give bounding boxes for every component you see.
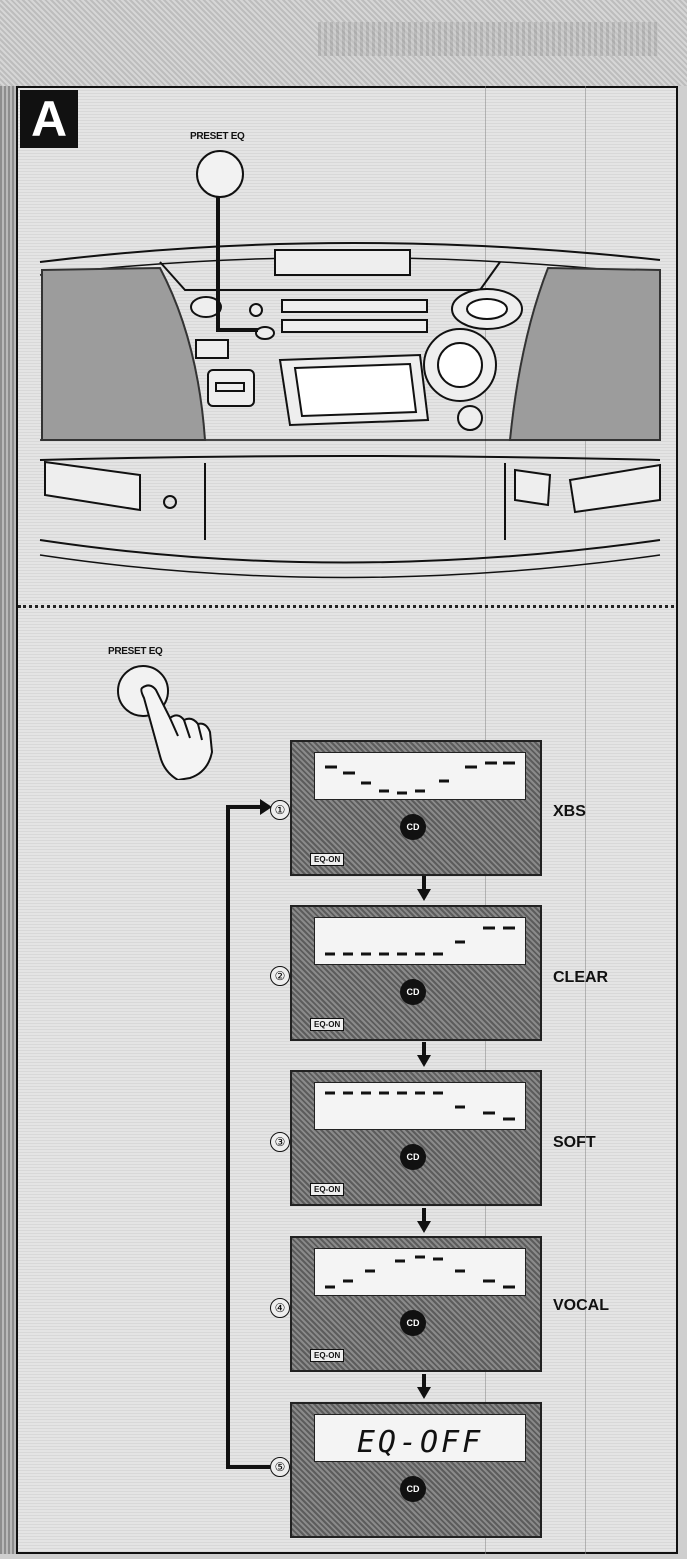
lcd-screen xyxy=(314,1248,526,1296)
lcd-screen xyxy=(314,752,526,800)
step-number: ④ xyxy=(270,1298,290,1318)
step-number: ① xyxy=(270,800,290,820)
eq-on-indicator: EQ-ON xyxy=(310,1349,345,1362)
mode-label-xbs: XBS xyxy=(553,803,586,820)
eq-on-indicator: EQ-ON xyxy=(310,1018,345,1031)
loop-arrow-line xyxy=(226,805,230,1469)
eq-bars-icon xyxy=(325,1091,515,1121)
eq-off-readout: EQ-OFF xyxy=(356,1425,484,1460)
step-arrow xyxy=(422,1208,426,1222)
arrow-down-icon xyxy=(417,1055,431,1067)
loop-arrow-line xyxy=(226,1465,270,1469)
eq-bars-icon xyxy=(325,761,515,795)
eq-display-xbs: CD EQ-ON xyxy=(290,740,542,876)
eq-display-soft: CD EQ-ON xyxy=(290,1070,542,1206)
cd-indicator: CD xyxy=(400,1476,426,1502)
faded-header-text xyxy=(318,22,658,56)
eq-on-indicator: EQ-ON xyxy=(310,1183,345,1196)
loop-arrow-line xyxy=(226,805,262,809)
scan-line xyxy=(585,86,586,1554)
step-number: ③ xyxy=(270,1132,290,1152)
loop-arrowhead-icon xyxy=(260,799,272,815)
eq-bars-icon xyxy=(325,926,515,956)
section-divider xyxy=(18,605,674,608)
eq-on-indicator: EQ-ON xyxy=(310,853,345,866)
mode-label-clear: CLEAR xyxy=(553,969,609,986)
step-number: ② xyxy=(270,966,290,986)
preset-eq-label-top: PRESET EQ xyxy=(190,131,245,142)
preset-eq-label-hand: PRESET EQ xyxy=(108,646,163,657)
eq-display-off: EQ-OFF CD xyxy=(290,1402,542,1538)
cd-indicator: CD xyxy=(400,979,426,1005)
eq-display-vocal: CD EQ-ON xyxy=(290,1236,542,1372)
step-arrow xyxy=(422,1042,426,1056)
mode-label-vocal: VOCAL xyxy=(553,1297,609,1314)
cd-indicator: CD xyxy=(400,1144,426,1170)
eq-bars-icon xyxy=(325,1255,515,1289)
arrow-down-icon xyxy=(417,1221,431,1233)
preset-eq-button-top[interactable] xyxy=(196,150,244,198)
cd-indicator: CD xyxy=(400,1310,426,1336)
lcd-screen: EQ-OFF xyxy=(314,1414,526,1462)
left-margin-bleed xyxy=(0,86,16,1554)
cd-indicator: CD xyxy=(400,814,426,840)
eq-display-clear: CD EQ-ON xyxy=(290,905,542,1041)
page-header-band xyxy=(0,0,687,86)
arrow-down-icon xyxy=(417,889,431,901)
boombox-illustration xyxy=(39,196,661,579)
step-arrow xyxy=(422,876,426,890)
figure-badge: A xyxy=(20,90,78,148)
pressing-hand-icon xyxy=(140,684,214,780)
arrow-down-icon xyxy=(417,1387,431,1399)
lcd-screen xyxy=(314,1082,526,1130)
step-number: ⑤ xyxy=(270,1457,290,1477)
mode-label-soft: SOFT xyxy=(553,1134,596,1151)
step-arrow xyxy=(422,1374,426,1388)
lcd-screen xyxy=(314,917,526,965)
